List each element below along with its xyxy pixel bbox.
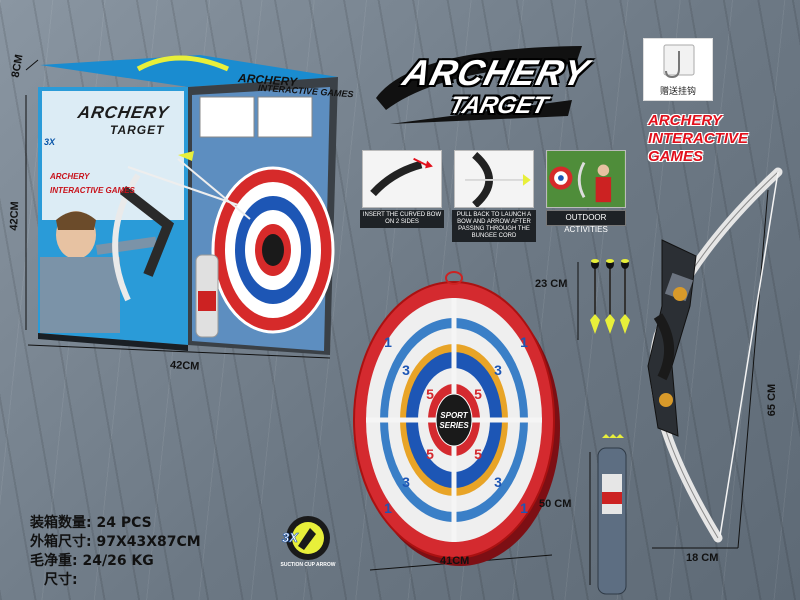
product-box: ARCHERY INTERACTIVE GAMES ARCHERY TARGET… — [28, 55, 358, 355]
spec-label: 外箱尺寸: — [30, 534, 92, 550]
ring-number-5d: 5 — [474, 446, 482, 462]
games-line1: ARCHERY — [648, 112, 722, 129]
badge-3x-text: SUCTION CUP ARROW — [281, 562, 336, 568]
compound-bow — [647, 167, 783, 543]
box-3x-badge: 3X — [44, 137, 56, 147]
feature-caption-insert: INSERT THE CURVED BOW ON 2 SIDES — [360, 210, 444, 228]
bow-launch-icon — [465, 151, 531, 207]
box-subtitle-line1: ARCHERY — [50, 172, 90, 181]
feature-caption-outdoor: OUTDOOR ACTIVITIES — [546, 210, 626, 234]
logo-line1: ARCHERY — [399, 52, 594, 93]
arrow-2 — [605, 259, 615, 334]
badge-3x-label: 3X — [282, 530, 299, 545]
target-center-line2: SERIES — [439, 421, 469, 430]
games-line2: INTERACTIVE — [648, 130, 749, 147]
games-label: ARCHERY INTERACTIVE GAMES — [648, 112, 748, 166]
suction-cup-badge: 3X SUCTION CUP ARROW — [281, 516, 336, 568]
spec-label: 尺寸: — [44, 572, 78, 588]
spec-row-size: 尺寸: — [30, 571, 201, 590]
spec-label: 装箱数量: — [30, 515, 92, 531]
spec-row-carton-size: 外箱尺寸: 97X43X87CM — [30, 533, 201, 552]
quiver-height-dim: 50 CM — [539, 498, 572, 510]
logo-swoosh — [376, 46, 582, 124]
games-line3: GAMES — [648, 148, 704, 165]
archery-target-logo: ARCHERY TARGET — [372, 38, 594, 128]
packing-specs: 装箱数量: 24 PCS 外箱尺寸: 97X43X87CM 毛净重: 24/26… — [30, 514, 201, 590]
outdoor-photo — [547, 151, 625, 207]
feature-panel-outdoor — [546, 150, 626, 208]
feature-panel-launch — [454, 150, 534, 208]
ring-number-1: 1 — [384, 334, 392, 350]
box-title: ARCHERY — [76, 103, 171, 122]
ring-number-5: 5 — [426, 386, 434, 402]
arrows-set — [590, 259, 630, 334]
ring-number-1d: 1 — [520, 500, 528, 516]
ring-number-3d: 3 — [494, 474, 502, 490]
bow-width-dim: 18 CM — [686, 552, 719, 564]
ring-number-3b: 3 — [494, 362, 502, 378]
archery-target: 1 1 3 3 5 5 5 5 3 3 1 1 SPORT SERIES — [348, 271, 560, 566]
feature-panel-insert — [362, 150, 442, 208]
spec-label: 毛净重: — [30, 553, 78, 569]
ring-number-5c: 5 — [426, 446, 434, 462]
spec-value: 97X43X87CM — [96, 534, 201, 550]
arrow-1 — [590, 259, 600, 334]
spec-value: 24 PCS — [96, 515, 152, 531]
arrows-height-dim: 23 CM — [535, 278, 568, 290]
ring-number-3: 3 — [402, 362, 410, 378]
bow-height-dim: 65 CM — [766, 383, 779, 417]
hook-label: 赠送挂钩 — [659, 87, 696, 97]
box-width-dim: 42CM — [169, 359, 200, 373]
hook-icon — [663, 44, 695, 79]
quiver — [597, 434, 627, 595]
product-box-artwork — [38, 55, 338, 355]
ring-number-5b: 5 — [474, 386, 482, 402]
logo-line2: TARGET — [446, 92, 551, 119]
spec-row-quantity: 装箱数量: 24 PCS — [30, 514, 201, 533]
bow-tip-icon — [370, 157, 433, 197]
spec-value: 24/26 KG — [82, 553, 154, 569]
feature-caption-launch: PULL BACK TO LAUNCH A BOW AND ARROW AFTE… — [452, 210, 536, 242]
arrow-3 — [620, 259, 630, 334]
box-subtitle-line2: INTERACTIVE GAMES — [50, 186, 135, 195]
free-hook-badge: 赠送挂钩 — [643, 38, 713, 101]
target-width-dim: 41CM — [440, 555, 470, 567]
spec-row-weight: 毛净重: 24/26 KG — [30, 552, 201, 571]
target-board: 1 1 3 3 5 5 5 5 3 3 1 1 SPORT SERIES — [353, 271, 560, 566]
ring-number-1b: 1 — [520, 334, 528, 350]
box-title-sub: TARGET — [110, 123, 165, 137]
ring-number-1c: 1 — [384, 500, 392, 516]
ring-number-3c: 3 — [402, 474, 410, 490]
target-center-line1: SPORT — [440, 411, 469, 420]
box-depth-dim: 42CM — [8, 201, 22, 231]
